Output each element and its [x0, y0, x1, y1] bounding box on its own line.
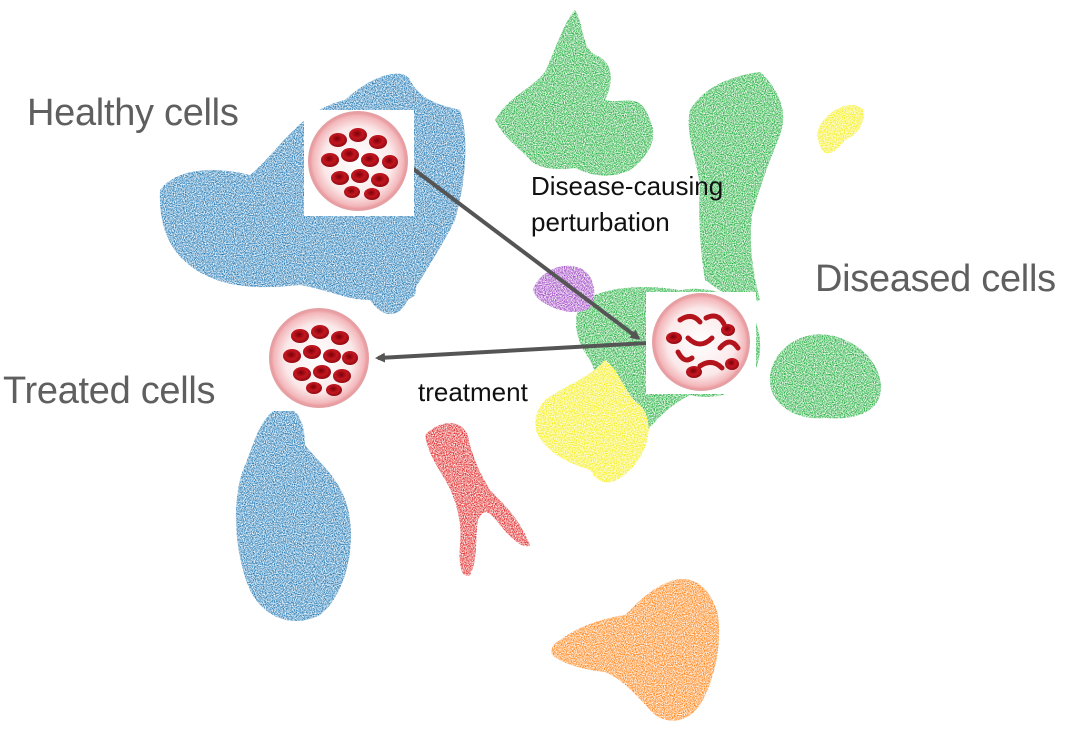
blue-cluster-arm — [383, 250, 417, 301]
purple-cluster — [533, 265, 595, 312]
perturbation-label-line2: perturbation — [531, 207, 670, 237]
blue-cluster-lower — [235, 407, 351, 622]
green-cluster-right — [769, 334, 881, 419]
treatment-arrow — [375, 341, 649, 363]
treated-cells-label: Treated cells — [3, 370, 216, 412]
yellow-cluster-main — [535, 360, 649, 483]
healthy-cells-label: Healthy cells — [27, 92, 239, 134]
umap-clusters — [159, 10, 881, 721]
healthy-red-blood-cells-icon — [304, 110, 414, 216]
green-cluster-upper — [495, 10, 654, 176]
diseased-cells-label: Diseased cells — [815, 258, 1056, 300]
yellow-cluster-top — [817, 105, 864, 154]
perturbation-label: Disease-causing perturbation — [531, 168, 723, 240]
treated-red-blood-cells-icon — [266, 307, 374, 411]
orange-cluster — [551, 579, 720, 721]
red-cluster — [425, 422, 530, 576]
sickle-cells-icon — [646, 292, 756, 394]
treatment-label: treatment — [418, 377, 528, 407]
green-cluster-stem — [688, 72, 784, 301]
perturbation-label-line1: Disease-causing — [531, 171, 724, 201]
perturbation-arrow — [410, 166, 641, 340]
